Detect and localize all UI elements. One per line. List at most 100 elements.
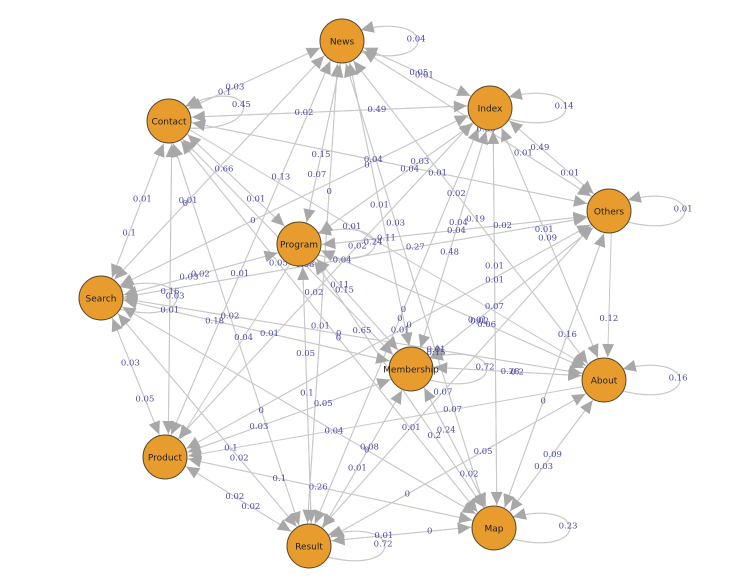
- edge-program-index: [318, 123, 474, 235]
- self-loop-index: [508, 92, 567, 124]
- node-index: Index: [467, 85, 513, 131]
- self-loop-map: [512, 512, 571, 544]
- arrowhead-map-others: [593, 233, 606, 248]
- edge-program-others: [321, 215, 587, 246]
- arrowhead-others-contact: [192, 119, 207, 132]
- edge-map-about: [509, 399, 594, 513]
- edge-membership-search: [123, 299, 391, 362]
- self-loop-arrowhead-about: [622, 360, 637, 372]
- edge-label-search-index: 0: [364, 160, 369, 170]
- edge-label-contact-about: 0.01: [342, 222, 361, 232]
- edge-label-program-about: 0.06: [477, 320, 496, 330]
- self-loop-arrowhead-program: [317, 224, 332, 236]
- edge-label-others-membership: 0.07: [485, 302, 504, 312]
- node-circle-about: [581, 357, 627, 403]
- node-circle-search: [78, 275, 124, 321]
- edge-label-program-contact: 0.01: [246, 195, 265, 205]
- edge-about-product: [188, 386, 583, 457]
- node-product: Product: [142, 434, 188, 480]
- edge-news-search: [114, 54, 326, 280]
- node-circle-news: [319, 18, 365, 64]
- self-loop-arrowhead-map: [512, 508, 527, 520]
- edge-label-contact-map: 0.05: [269, 258, 288, 268]
- arrowhead-result-product: [186, 466, 201, 479]
- edge-label-search-map: 0.04: [325, 426, 344, 436]
- arrowhead-map-program: [314, 261, 327, 276]
- arrowhead-others-result: [322, 513, 336, 527]
- edge-map-others: [503, 233, 605, 509]
- arrowhead-news-membership: [400, 331, 413, 346]
- arrowhead-search-news: [310, 55, 325, 70]
- edge-label-product-index: 0.02: [348, 242, 367, 252]
- edge-label-others-product: 0: [406, 321, 411, 331]
- edge-label-program-product: 0.04: [234, 333, 253, 343]
- self-loop-search: [119, 282, 178, 314]
- arrowhead-product-map: [458, 511, 473, 524]
- edge-label-news-contact: 0.03: [225, 83, 244, 93]
- arrowhead-map-result: [331, 533, 346, 546]
- arrowhead-about-membership: [434, 362, 448, 374]
- self-loop-news: [360, 25, 419, 57]
- edge-search-program: [122, 252, 278, 296]
- edge-result-search: [117, 313, 298, 528]
- edge-label-news-search: 0.01: [179, 196, 198, 206]
- self-loop-label-index: 0.14: [555, 102, 574, 112]
- self-loop-label-contact: 0.45: [232, 100, 251, 110]
- edge-label-others-program: 0.02: [493, 221, 512, 231]
- arrowhead-about-map: [510, 497, 523, 512]
- self-loop-arrowhead-news: [360, 21, 375, 33]
- edge-label-membership-product: 0.03: [249, 422, 268, 432]
- arrowhead-contact-membership: [379, 341, 393, 355]
- arrowhead-index-product: [178, 424, 192, 439]
- node-label-others: Others: [594, 208, 625, 218]
- edge-label-search-program: 0.02: [191, 270, 210, 280]
- edge-about-search: [124, 298, 583, 374]
- edge-label-map-about: 0.03: [534, 462, 553, 472]
- arrowhead-contact-map: [464, 498, 478, 512]
- edge-label-about-map: 0.09: [543, 450, 562, 460]
- edge-label-about-index: 0.01: [535, 225, 554, 235]
- self-loop-arrowhead-contact: [185, 95, 200, 107]
- node-label-news: News: [330, 38, 355, 48]
- arrowhead-about-index: [501, 128, 513, 143]
- node-circle-membership: [388, 346, 434, 392]
- node-label-search: Search: [86, 295, 117, 305]
- edge-label-contact-result: 0: [258, 406, 263, 416]
- edge-label-membership-about: 0.28: [501, 367, 520, 377]
- node-membership: Membership: [383, 346, 439, 392]
- edge-result-product: [185, 466, 293, 533]
- edge-label-result-search: 0.1: [224, 444, 238, 454]
- edge-membership-program: [316, 258, 399, 351]
- edge-map-result: [331, 526, 472, 542]
- edge-label-membership-others: 0.01: [468, 315, 487, 325]
- self-loop-label-result: 0.72: [374, 540, 393, 550]
- arrowhead-program-membership: [384, 336, 398, 350]
- arrowhead-map-contact: [181, 140, 194, 155]
- edge-label-about-product: 0.07: [443, 405, 462, 415]
- edge-contact-map: [180, 139, 478, 513]
- edge-label-news-result: 0: [326, 187, 331, 197]
- arrowhead-result-contact: [171, 143, 184, 158]
- arrowhead-index-contact: [191, 110, 206, 123]
- arrowhead-map-membership: [424, 388, 436, 403]
- edge-news-result: [307, 62, 339, 523]
- node-label-index: Index: [478, 105, 503, 115]
- arrowhead-product-result: [276, 519, 291, 532]
- edge-others-about: [607, 233, 612, 358]
- self-loop-label-program: 0.24: [364, 238, 383, 248]
- edge-label-index-about: 0.09: [538, 233, 557, 243]
- arrowhead-program-index: [458, 123, 473, 137]
- edge-label-about-news: 0.19: [466, 214, 485, 224]
- arrowhead-search-map: [461, 502, 476, 514]
- edge-label-map-index: 0.01: [485, 262, 504, 272]
- edge-index-search: [120, 114, 470, 286]
- edge-label-result-index: 0: [397, 314, 402, 324]
- edge-label-index-search: 0: [250, 216, 255, 226]
- edge-label-contact-search: 0.1: [122, 229, 136, 239]
- arrowhead-result-program: [297, 266, 310, 281]
- edge-news-map: [345, 62, 485, 508]
- edge-label-news-about: 0.02: [447, 189, 466, 199]
- self-loop-label-membership: 0.72: [476, 363, 495, 373]
- edge-label-program-others: 0.04: [447, 226, 466, 236]
- edge-label-contact-index: 0.02: [295, 108, 314, 118]
